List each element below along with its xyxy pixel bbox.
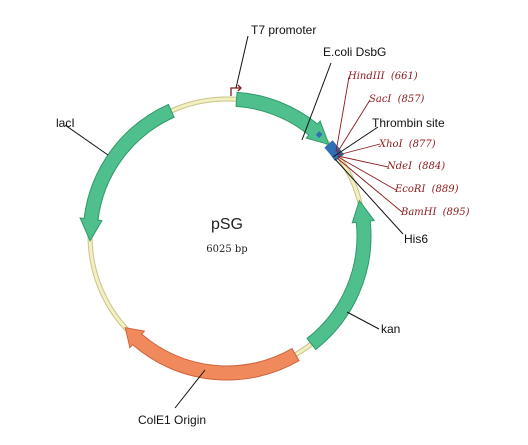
site-pos-ndei: (884) [418,161,445,172]
leader-ecori [337,156,397,191]
label-his6: His6 [404,232,428,246]
leader-dsbg [301,62,332,141]
label-kan: kan [381,322,400,336]
site-pos-bamhi: (895) [443,207,470,218]
t7-promoter-marker[interactable] [230,84,242,96]
leader-lines [64,35,404,409]
leader-cole1 [174,369,206,409]
site-leader-lines [335,76,403,213]
feature-block-thrombin[interactable] [324,140,345,161]
site-name-bamhi: BamHI [400,207,438,218]
leader-t7 [235,35,249,89]
leader-his6 [334,158,404,235]
site-label-bamhi: BamHI (895) [400,207,470,218]
feature-arrow-cole1[interactable] [124,327,300,381]
site-label-ecori: EcoRI (889) [394,184,459,195]
feature-tick-hindiii [315,131,323,138]
site-name-ndei: NdeI [386,161,413,172]
plasmid-name: pSG [211,216,243,233]
label-dsbg: E.coli DsbG [323,45,386,59]
plasmid-size: 6025 bp [206,244,247,255]
leader-ndei [337,155,389,168]
site-label-hindiii: HindIII (661) [347,71,418,82]
site-pos-xhoi: (877) [409,139,436,150]
feature-arrow-kan[interactable] [306,199,376,351]
leader-kan [346,311,380,330]
site-pos-hindiii: (661) [391,71,418,82]
leader-thrombin [332,126,379,158]
site-name-hindiii: HindIII [347,71,386,82]
site-name-xhoi: XhoI [378,139,404,150]
label-thrombin: Thrombin site [372,116,445,130]
leader-bamhi [336,157,403,213]
leader-laci [64,124,109,156]
site-label-saci: SacI (857) [369,94,425,105]
leader-saci [336,99,371,154]
label-cole1: ColE1 Origin [138,413,206,427]
label-t7-promoter: T7 promoter [251,23,316,37]
feature-arrow-dsbg[interactable] [235,91,330,146]
site-pos-ecori: (889) [432,184,459,195]
site-name-saci: SacI [369,94,392,105]
leader-hindiii [335,76,350,153]
site-pos-saci: (857) [398,94,425,105]
site-label-ndei: NdeI (884) [386,161,445,172]
feature-arrow-laci[interactable] [79,103,175,242]
leader-xhoi [337,143,381,156]
label-laci: lacI [56,116,75,130]
site-name-ecori: EcoRI [394,184,426,195]
site-label-xhoi: XhoI (877) [378,139,436,150]
